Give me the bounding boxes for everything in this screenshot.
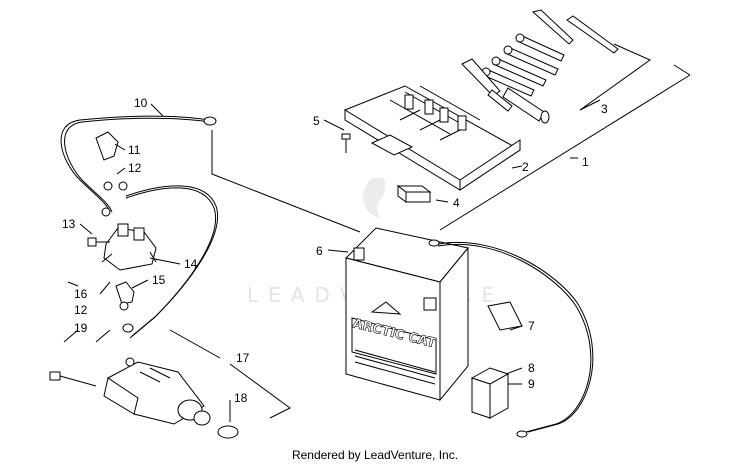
callout-12-upper: 12 xyxy=(128,161,142,175)
battery: ARCTIC CAT xyxy=(345,227,469,402)
callout-15: 15 xyxy=(152,273,166,287)
callout-13: 13 xyxy=(62,217,76,231)
boot-15 xyxy=(115,281,135,305)
cable-14 xyxy=(122,185,218,339)
callout-18: 18 xyxy=(234,391,248,405)
render-credit: Rendered by LeadVenture, Inc. xyxy=(291,448,459,462)
tool-tray xyxy=(343,85,521,191)
callout-1: 1 xyxy=(582,155,589,169)
callout-12-lower: 12 xyxy=(74,303,88,317)
callout-16: 16 xyxy=(74,287,88,301)
callout-19: 19 xyxy=(74,321,88,335)
callout-3: 3 xyxy=(601,102,608,116)
callouts: 1 2 3 4 5 6 7 8 9 10 11 12 13 14 15 16 1… xyxy=(62,96,608,405)
callout-5: 5 xyxy=(313,114,320,128)
callout-8: 8 xyxy=(528,361,535,375)
tool-kit-tools xyxy=(461,9,619,124)
callout-2: 2 xyxy=(522,160,529,174)
starter-motor xyxy=(103,357,211,426)
o-ring-18 xyxy=(217,425,239,439)
nut-12-upper xyxy=(103,181,128,191)
callout-6: 6 xyxy=(316,244,323,258)
callout-10: 10 xyxy=(134,96,148,110)
callout-11: 11 xyxy=(128,143,141,157)
callout-7: 7 xyxy=(528,319,535,333)
callout-9: 9 xyxy=(528,377,535,391)
nut-12-lower xyxy=(119,301,129,311)
battery-pad xyxy=(487,301,523,331)
leader-lines xyxy=(63,43,691,422)
bolt-19 xyxy=(49,371,97,387)
foam-block-small xyxy=(396,185,432,203)
foam-block-large xyxy=(470,367,510,419)
bolt-13 xyxy=(87,237,110,247)
solenoid xyxy=(101,223,157,271)
callout-4: 4 xyxy=(453,196,460,210)
battery-cable xyxy=(428,239,594,438)
callout-14: 14 xyxy=(184,257,198,271)
boot-11 xyxy=(95,131,119,161)
callout-17: 17 xyxy=(236,351,250,365)
starter-cable-10 xyxy=(60,115,217,217)
tray-screw xyxy=(341,133,351,153)
